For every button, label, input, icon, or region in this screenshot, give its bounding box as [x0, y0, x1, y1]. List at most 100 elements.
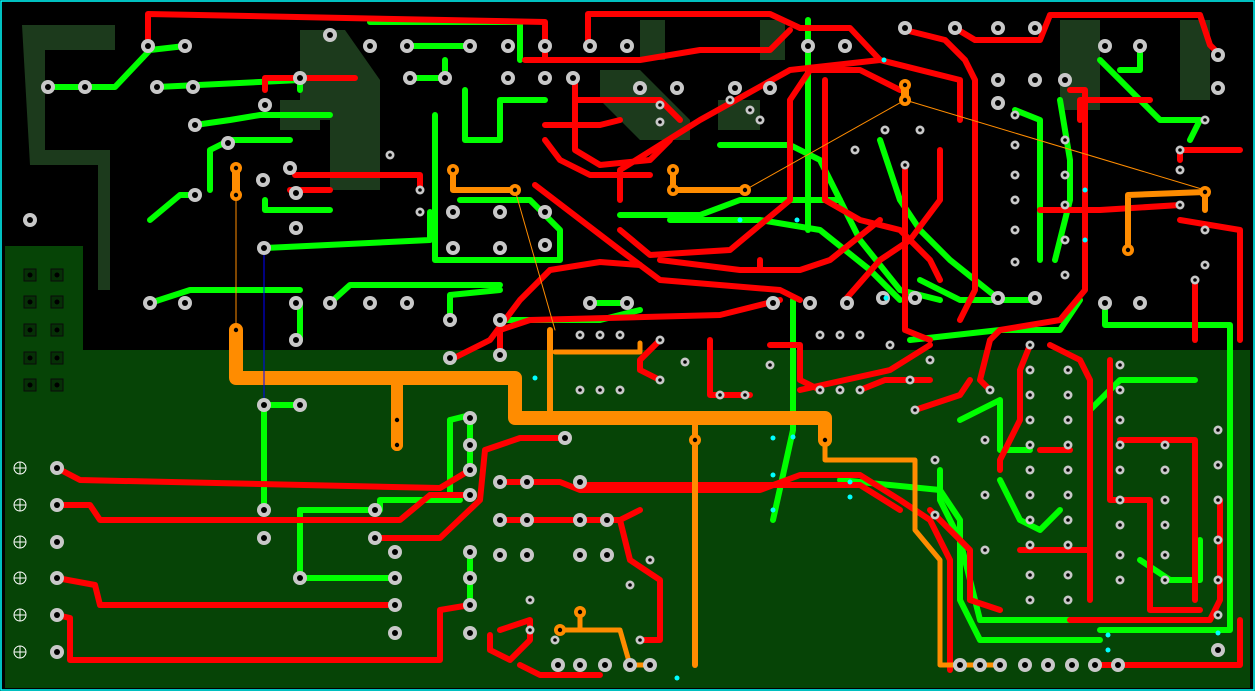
drill-hole: [297, 402, 303, 408]
drill-hole: [392, 630, 398, 636]
drill-hole: [404, 300, 410, 306]
top-layer-traces: [54, 11, 1243, 678]
drill-hole: [1032, 295, 1038, 301]
drill-hole: [154, 84, 160, 90]
trace: [532, 182, 803, 303]
drill-hole: [327, 300, 333, 306]
drill-hole: [767, 85, 773, 91]
drill-hole: [1163, 553, 1167, 557]
trace: [54, 465, 473, 491]
drill-hole: [394, 442, 400, 448]
drill-hole: [1066, 573, 1070, 577]
drill-hole: [54, 465, 60, 471]
drill-hole: [637, 85, 643, 91]
drill-hole: [1045, 662, 1051, 668]
drill-hole: [1118, 468, 1122, 472]
drill-hole: [1028, 393, 1032, 397]
drill-hole: [524, 479, 530, 485]
drill-hole: [1063, 173, 1067, 177]
drill-hole: [1063, 138, 1067, 142]
drill-hole: [748, 108, 752, 112]
via: [794, 217, 800, 223]
crosshair-icon: [14, 572, 26, 584]
drill-hole: [54, 502, 60, 508]
drill-hole: [467, 575, 473, 581]
trace: [1097, 57, 1203, 123]
drill-hole: [442, 75, 448, 81]
drill-hole: [1028, 493, 1032, 497]
via: [847, 479, 853, 485]
drill-hole: [192, 192, 198, 198]
drill-hole: [497, 517, 503, 523]
drill-hole: [54, 272, 60, 278]
via: [881, 57, 887, 63]
via: [770, 472, 776, 478]
drill-hole: [1118, 388, 1122, 392]
crosshair-icon: [14, 499, 26, 511]
drill-hole: [658, 120, 662, 124]
drill-hole: [497, 209, 503, 215]
drill-hole: [1028, 368, 1032, 372]
drill-hole: [1137, 43, 1143, 49]
drill-hole: [1178, 168, 1182, 172]
drill-hole: [1063, 203, 1067, 207]
trace: [572, 97, 683, 123]
trace: [54, 602, 473, 663]
drill-hole: [297, 575, 303, 581]
drill-hole: [1102, 300, 1108, 306]
trace: [822, 77, 943, 283]
crosshair-icon: [14, 462, 26, 474]
drill-hole: [670, 167, 676, 173]
drill-hole: [624, 300, 630, 306]
trace: [1052, 97, 1073, 263]
trace: [902, 167, 933, 343]
drill-hole: [692, 437, 698, 443]
drill-hole: [233, 192, 239, 198]
drill-hole: [995, 295, 1001, 301]
drill-hole: [1013, 260, 1017, 264]
drill-hole: [647, 662, 653, 668]
trace: [997, 342, 1033, 473]
drill-hole: [1125, 247, 1131, 253]
trace: [292, 172, 423, 193]
drill-hole: [1216, 578, 1220, 582]
trace: [1067, 497, 1223, 623]
drill-hole: [683, 360, 687, 364]
trace: [1177, 217, 1243, 343]
drill-hole: [447, 355, 453, 361]
drill-hole: [604, 552, 610, 558]
via: [847, 494, 853, 500]
drill-hole: [557, 627, 563, 633]
trace: [927, 507, 1003, 613]
drill-hole: [388, 153, 392, 157]
drill-hole: [997, 662, 1003, 668]
drill-hole: [27, 217, 33, 223]
copper-pours: [22, 20, 1210, 290]
via: [1215, 630, 1221, 636]
trace: [1137, 537, 1203, 583]
drill-hole: [407, 75, 413, 81]
drill-hole: [542, 242, 548, 248]
drill-hole: [467, 442, 473, 448]
drill-hole: [182, 43, 188, 49]
drill-hole: [902, 97, 908, 103]
drill-hole: [182, 300, 188, 306]
trace: [447, 287, 503, 323]
drill-hole: [392, 602, 398, 608]
trace: [585, 11, 883, 63]
drill-hole: [638, 638, 642, 642]
trace: [262, 209, 433, 251]
drill-hole: [805, 43, 811, 49]
drill-hole: [447, 317, 453, 323]
drill-hole: [1118, 553, 1122, 557]
trace: [657, 217, 883, 273]
drill-hole: [524, 517, 530, 523]
drill-hole: [1163, 468, 1167, 472]
drill-hole: [1032, 25, 1038, 31]
drill-hole: [902, 82, 908, 88]
drill-hole: [1063, 273, 1067, 277]
drill-hole: [658, 338, 662, 342]
via: [790, 434, 796, 440]
trace: [487, 617, 533, 663]
